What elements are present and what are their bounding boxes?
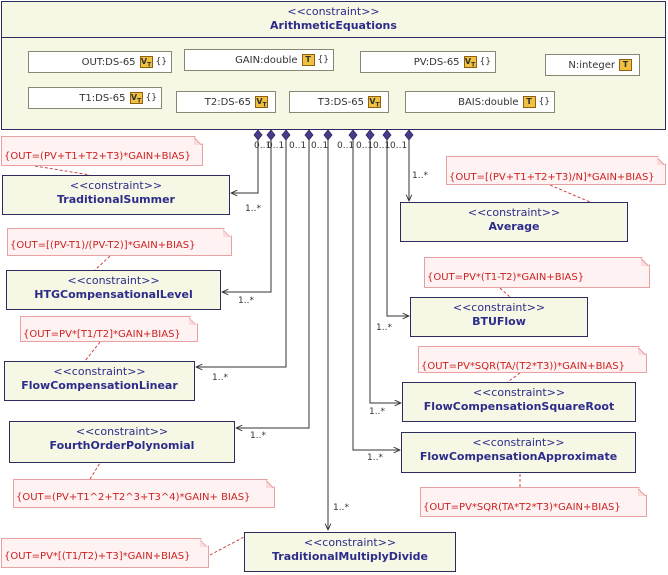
aggregation-diamonds	[253, 129, 414, 141]
attribute-n[interactable]: N:integer T	[545, 54, 640, 76]
note-traditional-summer: {OUT=(PV+T1+T2+T3)*GAIN+BIAS}	[1, 136, 203, 166]
note-traditional-multiply-divide: {OUT=PV*[(T1/T2)+T3]*GAIN+BIAS}	[1, 538, 209, 568]
note-flow-compensation-square-root: {OUT=PV*SQR(TA/(T2*T3))*GAIN+BIAS}	[418, 346, 647, 373]
assoc-flow-comp-sqrt	[369, 140, 401, 403]
attribute-bais[interactable]: BAIS:double T {}	[405, 91, 555, 113]
variable-type-icon: VT	[139, 56, 153, 69]
note-flow-compensation-approximate: {OUT=PV*SQR(TA*T2*T3)*GAIN+BIAS}	[420, 487, 647, 517]
mult-source-8: 0..1	[390, 141, 408, 151]
assoc-flow-comp-approx	[352, 140, 400, 450]
constraint-fourth-order-polynomial[interactable]: <<constraint>> FourthOrderPolynomial	[9, 421, 235, 463]
note-fourth-order-polynomial: {OUT=(PV+T1^2+T2^3+T3^4)*GAIN+ BIAS}	[13, 479, 275, 508]
mult-target-linear: 1..*	[212, 373, 228, 383]
constraint-traditional-multiply-divide[interactable]: <<constraint>> TraditionalMultiplyDivide	[244, 532, 456, 572]
assoc-htg-compensational	[222, 140, 272, 292]
assoc-flow-comp-linear	[196, 140, 287, 367]
variable-type-icon: VT	[255, 96, 268, 109]
class-name: ArithmeticEquations	[270, 19, 397, 32]
mult-target-average: 1..*	[412, 171, 428, 181]
constraint-flow-compensation-square-root[interactable]: <<constraint>> FlowCompensationSquareRoo…	[402, 382, 636, 422]
attribute-out[interactable]: OUT:DS-65 VT {}	[28, 51, 172, 73]
constraint-btu-flow[interactable]: <<constraint>> BTUFlow	[410, 297, 588, 337]
constraint-flow-compensation-linear[interactable]: <<constraint>> FlowCompensationLinear	[4, 361, 195, 401]
attribute-t3[interactable]: T3:DS-65 VT	[289, 91, 389, 113]
mult-source-4: 0..1	[311, 141, 329, 151]
mult-source-6: 0..1	[356, 141, 374, 151]
mult-target-sqrt: 1..*	[369, 407, 385, 417]
mult-target-btu: 1..*	[376, 323, 392, 333]
mult-source-7: 0..1	[373, 141, 391, 151]
assoc-traditional-summer	[231, 140, 259, 193]
variable-type-icon: VT	[463, 56, 477, 69]
mult-source-1: 0..1	[254, 141, 272, 151]
constraint-average[interactable]: <<constraint>> Average	[400, 202, 628, 242]
mult-target-htg: 1..*	[238, 296, 254, 306]
variable-type-icon: VT	[368, 96, 381, 109]
constraint-htg-compensational-level[interactable]: <<constraint>> HTGCompensationalLevel	[6, 270, 221, 310]
note-flow-compensation-linear: {OUT=PV*[T1/T2]*GAIN+BIAS}	[20, 316, 198, 342]
type-icon: T	[522, 96, 536, 108]
mult-source-5: 0..1	[337, 141, 355, 151]
mult-target-multdiv: 1..*	[333, 503, 349, 513]
constraint-flow-compensation-approximate[interactable]: <<constraint>> FlowCompensationApproxima…	[401, 432, 636, 473]
class-header: <<constraint>> ArithmeticEquations	[2, 2, 665, 38]
attribute-t1[interactable]: T1:DS-65 VT {}	[28, 87, 162, 109]
note-average: {OUT=[(PV+T1+T2+T3)/N]*GAIN+BIAS}	[446, 156, 666, 185]
type-icon: T	[301, 54, 315, 66]
type-icon: T	[619, 59, 632, 71]
note-htg-compensational-level: {OUT=[(PV-T1)/(PV-T2)]*GAIN+BIAS}	[7, 228, 232, 256]
mult-target-summer: 1..*	[245, 204, 261, 214]
class-stereotype: <<constraint>>	[287, 5, 380, 18]
mult-target-approx: 1..*	[367, 453, 383, 463]
note-btu-flow: {OUT=PV*(T1-T2)*GAIN+BIAS}	[424, 257, 650, 288]
arithmetic-equations-class[interactable]: <<constraint>> ArithmeticEquations OUT:D…	[1, 1, 666, 130]
mult-source-3: 0..1	[289, 141, 307, 151]
attribute-gain[interactable]: GAIN:double T {}	[184, 49, 334, 71]
attribute-pv[interactable]: PV:DS-65 VT {}	[360, 51, 496, 73]
attribute-t2[interactable]: T2:DS-65 VT	[176, 91, 276, 113]
mult-target-poly: 1..*	[250, 431, 266, 441]
assoc-btu-flow	[386, 140, 409, 316]
assoc-fourth-order	[236, 140, 310, 428]
variable-type-icon: VT	[129, 92, 143, 105]
constraint-traditional-summer[interactable]: <<constraint>> TraditionalSummer	[2, 175, 230, 215]
mult-source-2: 0..1	[267, 141, 285, 151]
